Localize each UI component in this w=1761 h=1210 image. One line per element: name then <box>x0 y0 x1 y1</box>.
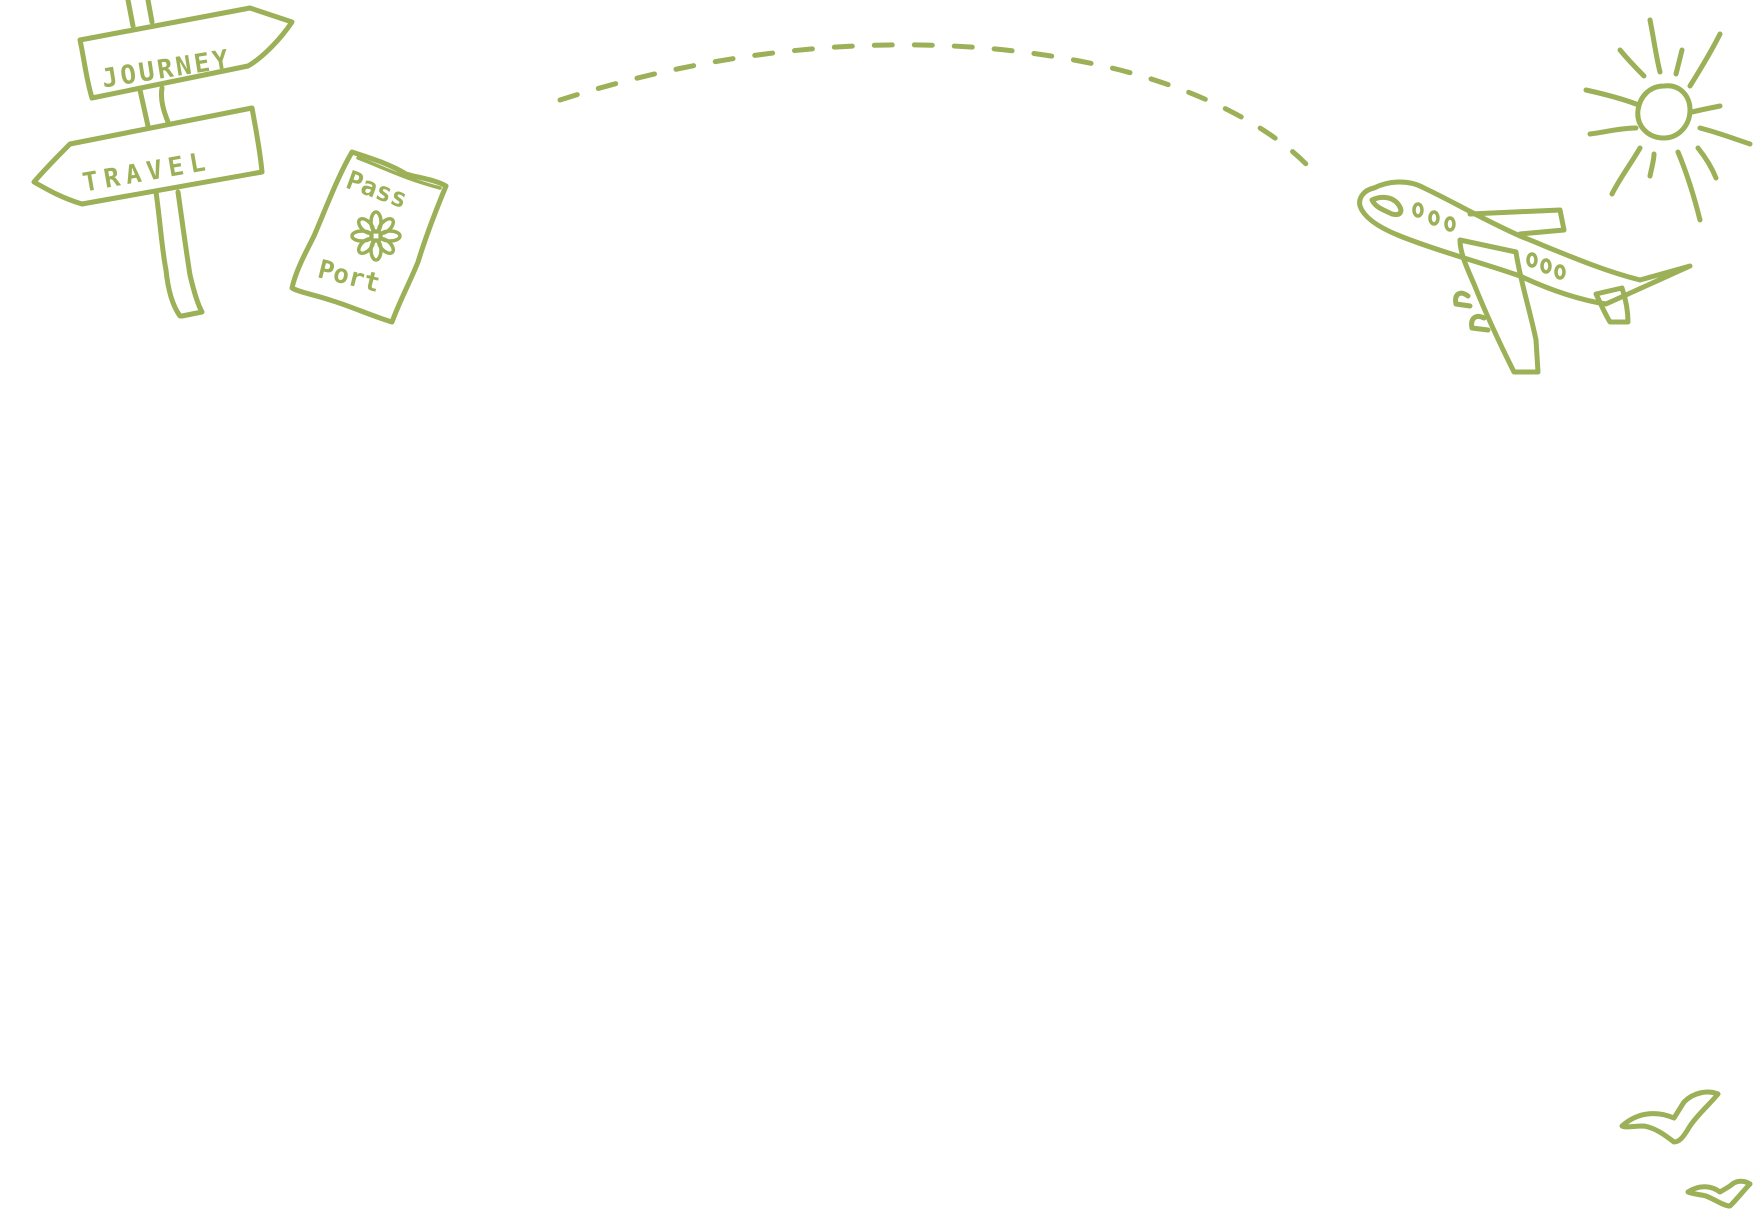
airplane-tail <box>1593 285 1631 325</box>
bird-large <box>1619 1089 1721 1145</box>
bird-small <box>1685 1178 1753 1209</box>
sun-disc <box>1635 83 1693 141</box>
signpost-icon: JOURNEY TRAVEL <box>31 0 295 319</box>
flight-path-dashed <box>557 42 1323 183</box>
sign-journey-text: JOURNEY <box>100 44 234 94</box>
passport-text-line-2: Port <box>315 255 383 299</box>
sun-icon <box>1583 17 1753 223</box>
airplane-engine-2 <box>1469 313 1491 333</box>
airplane-upper-wing <box>1467 207 1567 237</box>
passport-cover-edge <box>356 156 442 190</box>
airplane-engine-1 <box>1453 290 1473 309</box>
airplane-fuselage <box>1357 179 1693 307</box>
sign-travel-board <box>31 105 265 207</box>
sign-journey-board <box>77 5 295 101</box>
signpost-post-top <box>125 0 155 29</box>
passport-cover <box>289 149 449 325</box>
airplane-icon <box>1357 179 1693 375</box>
airplane-windows <box>1412 202 1566 280</box>
signpost-post-middle <box>137 85 171 129</box>
airplane-lower-wing <box>1457 237 1541 375</box>
airplane-cockpit <box>1369 194 1404 217</box>
sun-rays <box>1583 17 1753 223</box>
passport-icon: Pass Port <box>289 149 449 325</box>
flower-icon <box>350 210 402 262</box>
signpost-post-bottom <box>153 189 205 319</box>
bird-icon <box>1619 1089 1753 1209</box>
